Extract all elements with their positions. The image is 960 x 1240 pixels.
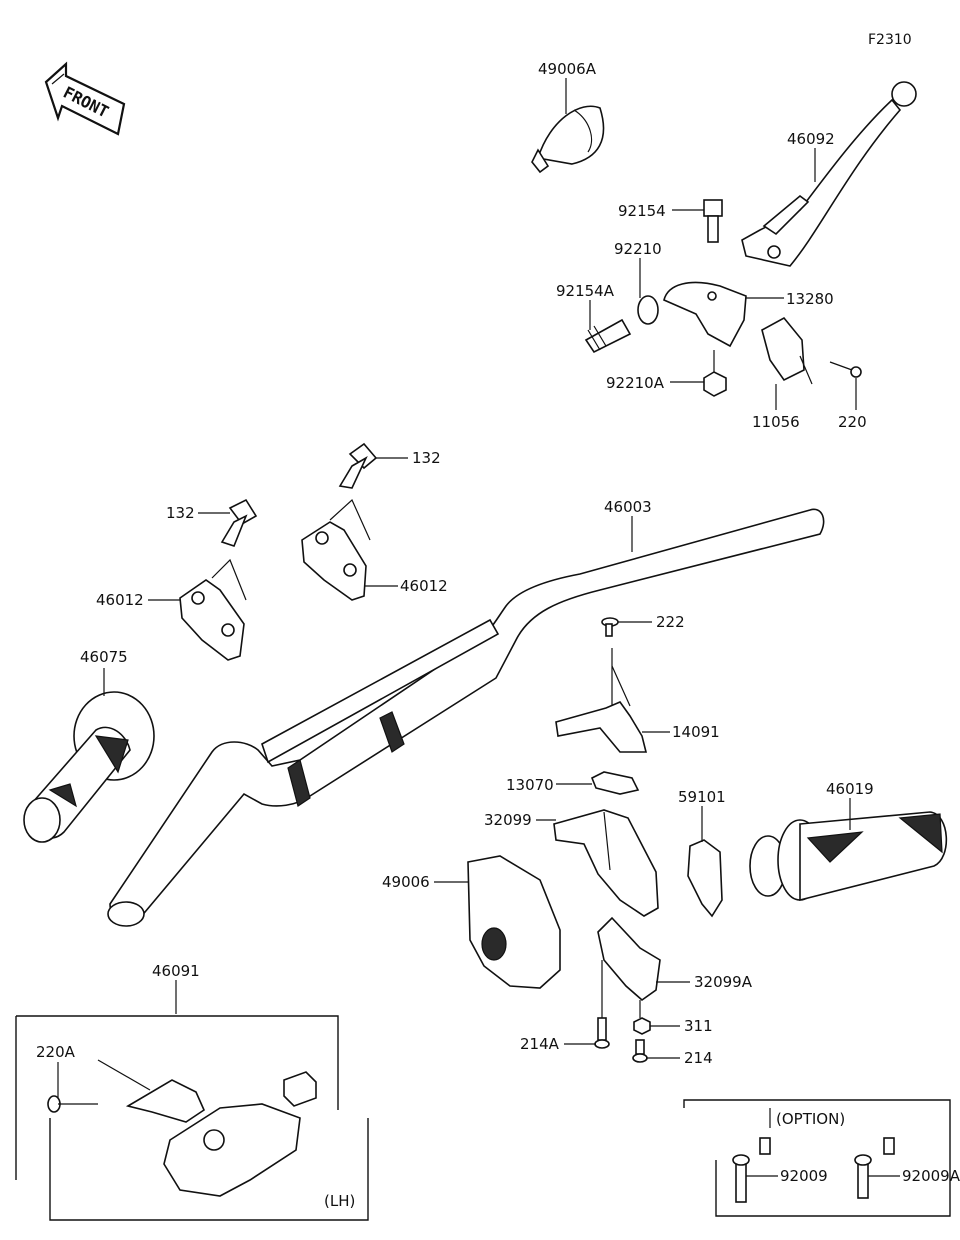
label-14091: 14091 (672, 723, 720, 741)
label-32099: 32099 (484, 811, 532, 829)
label-214A: 214A (520, 1035, 560, 1053)
label-92009A: 92009A (902, 1167, 960, 1185)
screw-220 (829, 361, 862, 378)
label-13070: 13070 (506, 776, 554, 794)
switch-assembly (97, 1059, 317, 1197)
label-13280: 13280 (786, 290, 834, 308)
label-92210A: 92210A (606, 374, 665, 392)
nut-92210A (703, 371, 727, 397)
label-220: 220 (838, 413, 867, 431)
clamp-11056 (761, 316, 805, 382)
throttle-guard (467, 855, 561, 989)
bolt-92154 (703, 199, 723, 243)
label-214: 214 (684, 1049, 713, 1067)
bolt-132-lower (220, 498, 258, 547)
label-46075: 46075 (80, 648, 128, 666)
nut-311 (633, 1017, 651, 1035)
throttle-housing-lower (597, 916, 661, 1002)
nut-92210 (637, 295, 659, 325)
label-92154: 92154 (618, 202, 666, 220)
lever-holder (663, 281, 747, 348)
label-222: 222 (656, 613, 685, 631)
front-arrow-icon: FRONT (44, 61, 126, 136)
grip-right (749, 811, 948, 902)
screw-222 (601, 617, 619, 637)
label-46012-upper: 46012 (400, 577, 448, 595)
label-46092: 46092 (787, 130, 835, 148)
label-49006A: 49006A (538, 60, 597, 78)
label-46003: 46003 (604, 498, 652, 516)
option-frame (683, 1099, 951, 1217)
knurl-bands (287, 711, 405, 807)
label-92154A: 92154A (556, 282, 615, 300)
bolt-92009A (854, 1137, 895, 1199)
bolt-92009 (732, 1137, 771, 1203)
grip-left (23, 691, 155, 843)
label-46012-lower: 46012 (96, 591, 144, 609)
label-92210: 92210 (614, 240, 662, 258)
figure-code: F2310 (868, 32, 912, 48)
collar-13070 (590, 771, 640, 795)
handlebar-clamp-lower (179, 558, 247, 661)
option-label: (OPTION) (776, 1110, 845, 1128)
label-132-lower: 132 (166, 504, 195, 522)
handlebar (107, 508, 825, 927)
label-92009: 92009 (780, 1167, 828, 1185)
lh-label: (LH) (324, 1192, 355, 1210)
throttle-housing-upper (553, 809, 659, 917)
label-46091: 46091 (152, 962, 200, 980)
label-132-upper: 132 (412, 449, 441, 467)
label-32099A: 32099A (694, 973, 753, 991)
cable-pulley (687, 839, 723, 918)
label-59101: 59101 (678, 788, 726, 806)
bolt-214 (632, 1039, 648, 1063)
screw-220A (47, 1095, 98, 1113)
label-11056: 11056 (752, 413, 800, 431)
bolt-214A (594, 1017, 610, 1049)
label-46019: 46019 (826, 780, 874, 798)
label-311: 311 (684, 1017, 713, 1035)
hand-guard-cap (531, 105, 605, 174)
label-49006: 49006 (382, 873, 430, 891)
handlebar-clamp-upper (301, 499, 371, 601)
switch-frame (15, 1015, 369, 1221)
bolt-132-upper (338, 442, 378, 489)
cable-cover (555, 701, 648, 753)
clutch-lever (741, 81, 917, 267)
adjuster-92154A (584, 318, 632, 354)
label-220A: 220A (36, 1043, 76, 1061)
